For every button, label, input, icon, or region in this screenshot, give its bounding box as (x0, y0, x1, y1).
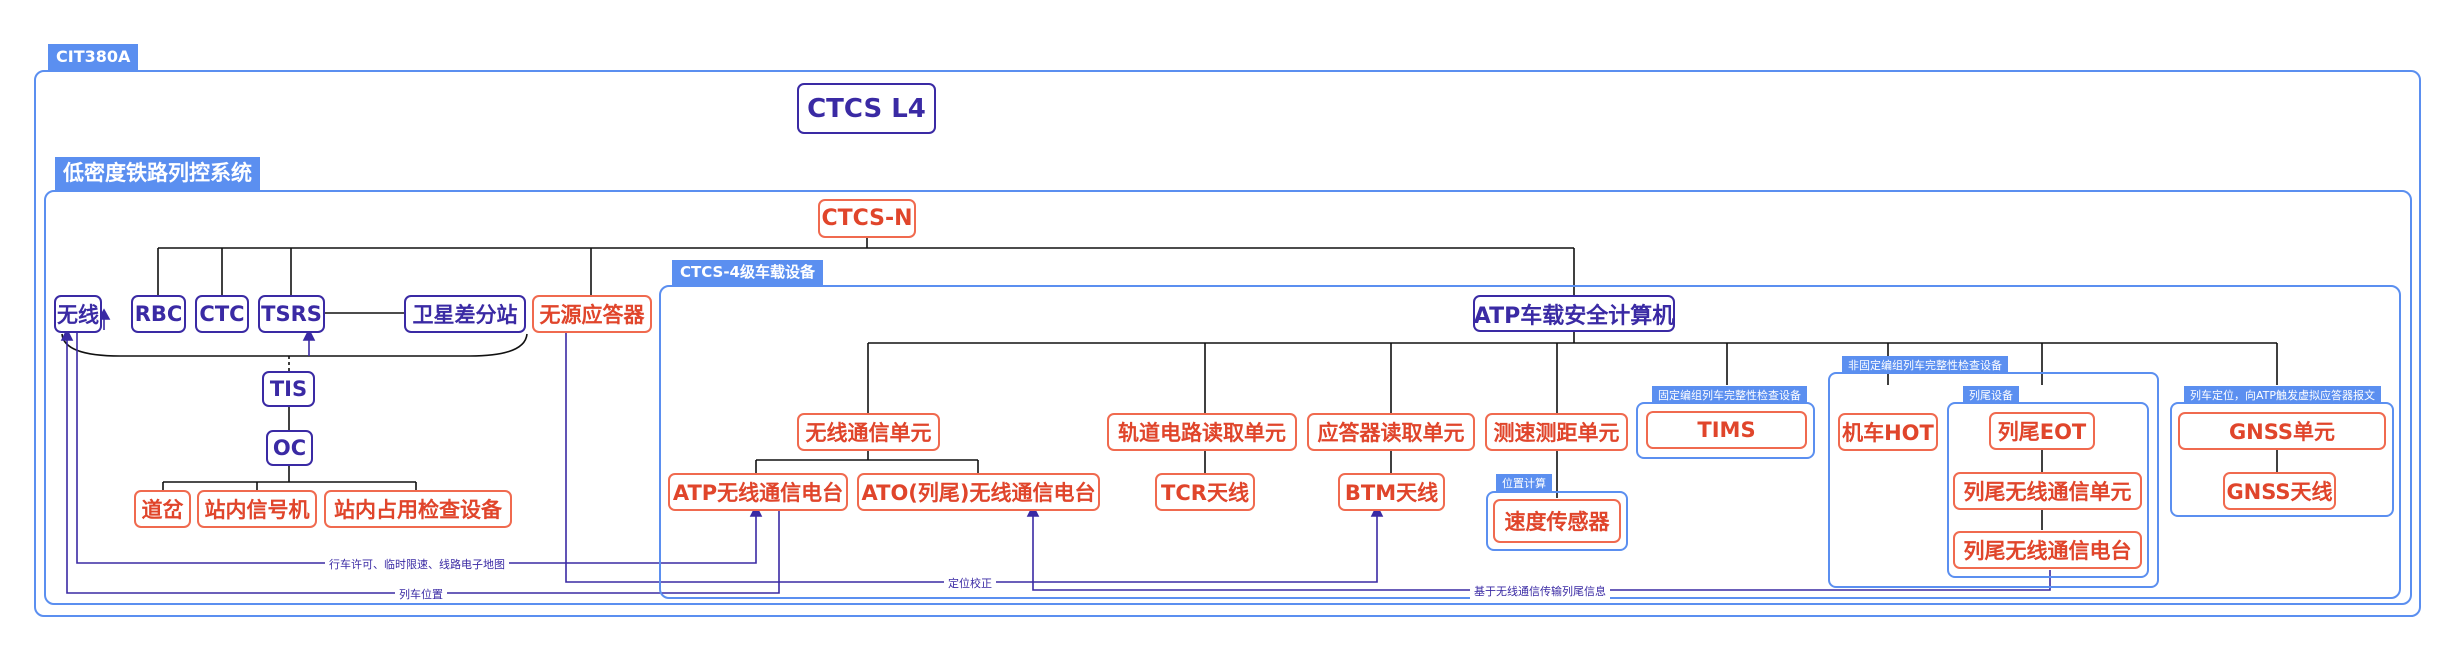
outer-frame-label: CIT380A (48, 44, 139, 70)
position-calc-group (1486, 491, 1628, 551)
passive-balise-node: 无源应答器 (532, 295, 652, 333)
radio-unit-node: 无线通信单元 (797, 413, 940, 451)
eot-equipment-group (1947, 402, 2149, 578)
train-position-label: 列车位置 (395, 586, 447, 602)
position-correction-label: 定位校正 (944, 575, 996, 591)
system-frame (44, 190, 2412, 605)
switch-node: 道岔 (134, 490, 191, 528)
tcr-antenna-node: TCR天线 (1155, 473, 1255, 511)
tsrs-node: TSRS (258, 295, 325, 333)
speed-sensor-node: 速度传感器 (1493, 499, 1621, 543)
atp-computer-node: ATP车载安全计算机 (1473, 295, 1675, 332)
tis-node: TIS (262, 371, 315, 407)
nonfixed-integrity-group (1828, 372, 2159, 588)
locomotive-hot-node: 机车HOT (1838, 413, 1938, 451)
gnss-group (2170, 402, 2394, 517)
gnss-group-label: 列车定位，向ATP触发虚拟应答器报文 (2184, 386, 2382, 404)
satellite-station-node: 卫星差分站 (404, 295, 526, 333)
oc-node: OC (266, 430, 313, 466)
gnss-unit-node: GNSS单元 (2178, 412, 2386, 450)
eot-radio-station-node: 列尾无线通信电台 (1953, 531, 2142, 569)
system-frame-label: 低密度铁路列控系统 (55, 157, 260, 190)
track-circuit-reader-node: 轨道电路读取单元 (1107, 413, 1297, 451)
rbc-node: RBC (131, 295, 186, 333)
eot-node: 列尾EOT (1989, 412, 2095, 450)
btm-antenna-node: BTM天线 (1338, 473, 1445, 511)
movement-authority-label: 行车许可、临时限速、线路电子地图 (325, 556, 509, 572)
nonfixed-integrity-label: 非固定编组列车完整性检查设备 (1842, 356, 2008, 374)
atp-radio-node: ATP无线通信电台 (668, 473, 848, 511)
onboard-frame-label: CTCS-4级车载设备 (672, 260, 823, 285)
eot-equipment-label: 列尾设备 (1963, 386, 2019, 404)
balise-reader-node: 应答器读取单元 (1307, 413, 1475, 451)
outer-frame (34, 70, 2421, 617)
title-node: CTCS L4 (797, 83, 936, 134)
fixed-integrity-label: 固定编组列车完整性检查设备 (1652, 386, 1807, 404)
tims-node: TIMS (1646, 411, 1807, 449)
station-signal-node: 站内信号机 (197, 490, 317, 528)
eot-info-label: 基于无线通信传输列尾信息 (1470, 583, 1610, 599)
fixed-integrity-group (1636, 402, 1815, 459)
eot-radio-unit-node: 列尾无线通信单元 (1953, 472, 2142, 510)
occupancy-check-node: 站内占用检查设备 (324, 490, 512, 528)
ato-radio-node: ATO(列尾)无线通信电台 (857, 473, 1100, 511)
gnss-antenna-node: GNSS天线 (2223, 472, 2336, 510)
ctcs-n-node: CTCS-N (818, 199, 916, 238)
position-calc-label: 位置计算 (1496, 474, 1552, 492)
speed-distance-unit-node: 测速测距单元 (1485, 413, 1628, 451)
ctc-node: CTC (195, 295, 249, 333)
wireless-node: 无线 (54, 295, 102, 333)
